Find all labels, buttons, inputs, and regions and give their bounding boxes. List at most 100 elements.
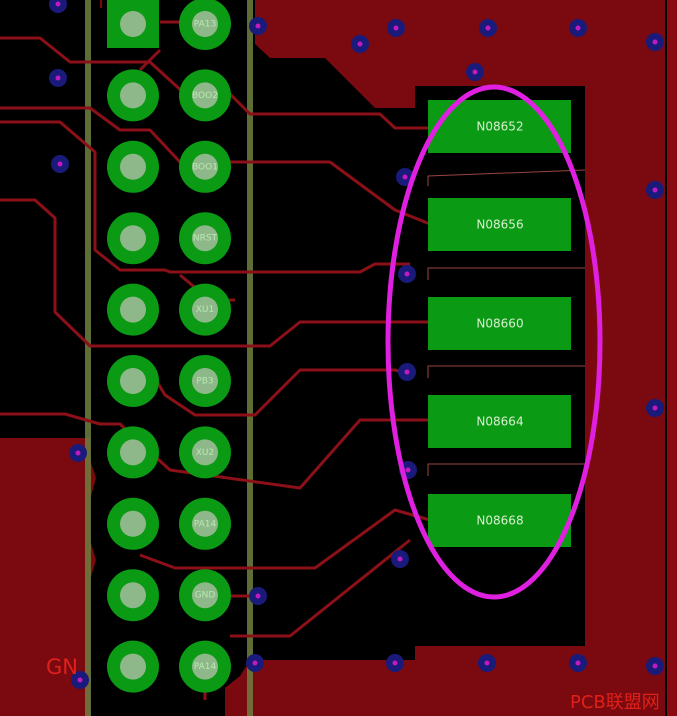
via-center — [404, 369, 410, 375]
via-center — [75, 450, 81, 456]
header-pin — [107, 569, 159, 622]
pin-drill-hole — [120, 82, 146, 109]
pin-drill-hole — [192, 653, 218, 680]
via-icon — [646, 181, 664, 199]
via-center — [485, 25, 491, 31]
via-center — [392, 660, 398, 666]
pin-label: GND — [195, 591, 216, 601]
pin-label: PA13 — [194, 20, 216, 30]
pin-drill-hole — [120, 11, 146, 37]
pin-drill-hole — [120, 296, 146, 323]
right-edge-strip — [667, 0, 677, 716]
header-pin: XU1 — [179, 283, 231, 336]
header-pin — [107, 212, 159, 265]
pin-label: PB3 — [196, 377, 213, 387]
pin-label: XU1 — [196, 305, 214, 315]
via-icon — [479, 19, 497, 37]
trace-02 — [0, 106, 431, 226]
trace-03 — [0, 120, 410, 274]
smd-pad: N08668 — [428, 494, 571, 547]
via-center — [55, 1, 61, 7]
smd-pad-rect — [428, 395, 571, 448]
header-pin: PA14 — [179, 640, 231, 693]
pin-drill-hole — [192, 82, 218, 109]
smd-net-label: N08656 — [476, 218, 523, 232]
pin-drill-hole — [120, 153, 146, 180]
pin-drill-hole — [192, 225, 218, 252]
header-pin — [107, 283, 159, 336]
via-center — [57, 161, 63, 167]
pin-label: BOO1 — [192, 162, 218, 172]
via-center — [252, 660, 258, 666]
smd-pad-rect — [428, 494, 571, 547]
header-pin — [107, 640, 159, 693]
traces — [0, 20, 431, 700]
via-icon — [398, 265, 416, 283]
via-center — [405, 467, 411, 473]
via-center — [652, 39, 658, 45]
via-center — [402, 174, 408, 180]
smd-net-label: N08664 — [476, 415, 523, 429]
via-icon — [398, 363, 416, 381]
notch-4 — [427, 463, 585, 476]
via-center — [255, 593, 261, 599]
trace-04 — [0, 198, 430, 348]
pin-label: PA14 — [194, 662, 217, 672]
via-center — [357, 41, 363, 47]
pin-drill-hole — [192, 368, 218, 394]
smd-net-label: N08652 — [476, 120, 523, 134]
via-center — [77, 677, 83, 683]
via-icon — [386, 654, 404, 672]
left-copper-pour — [0, 438, 96, 716]
via-icon — [646, 399, 664, 417]
trace-12 — [138, 48, 162, 72]
via-icon — [646, 657, 664, 675]
pin-drill-hole — [192, 582, 218, 609]
via-center — [255, 23, 261, 29]
via-icon — [569, 19, 587, 37]
top-left-pour — [100, 0, 102, 8]
trace-08 — [139, 508, 431, 570]
pin-drill-hole — [192, 439, 218, 466]
pin-label: NRST — [193, 234, 218, 244]
header-pin — [107, 69, 159, 122]
via-center — [472, 69, 478, 75]
via-icon — [71, 671, 89, 689]
via-center — [575, 660, 581, 666]
trace-05 — [148, 368, 411, 417]
smd-net-label: N08668 — [476, 514, 523, 528]
header-pin — [107, 355, 159, 407]
header-pin: PA13 — [179, 0, 231, 50]
pin-drill-hole — [192, 510, 218, 537]
via-icon — [351, 35, 369, 53]
header-pin — [107, 0, 159, 48]
pin-drill-hole — [192, 153, 218, 180]
pin-drill-hole — [120, 582, 146, 609]
notch-1 — [427, 169, 586, 186]
vias — [49, 0, 664, 689]
smd-pad: N08660 — [428, 297, 571, 350]
pin-drill-hole — [120, 225, 146, 252]
header-pin: NRST — [179, 212, 231, 265]
notch-2 — [427, 267, 585, 280]
pin-drill-hole — [120, 510, 146, 537]
pin-drill-hole — [192, 296, 218, 323]
pin-drill-hole — [120, 439, 146, 466]
via-icon — [249, 587, 267, 605]
via-center — [484, 660, 490, 666]
header-pin: PA14 — [179, 497, 231, 550]
via-icon — [478, 654, 496, 672]
header-pin: PB3 — [179, 355, 231, 407]
via-center — [397, 556, 403, 562]
highlight-ellipse — [385, 84, 603, 600]
gnd-copper-label: GN — [46, 655, 78, 679]
pour-notch-outlines — [427, 169, 586, 476]
header-pin: XU2 — [179, 426, 231, 479]
smd-net-label: N08660 — [476, 317, 523, 331]
via-center — [404, 271, 410, 277]
smd-pad: N08656 — [428, 198, 571, 251]
